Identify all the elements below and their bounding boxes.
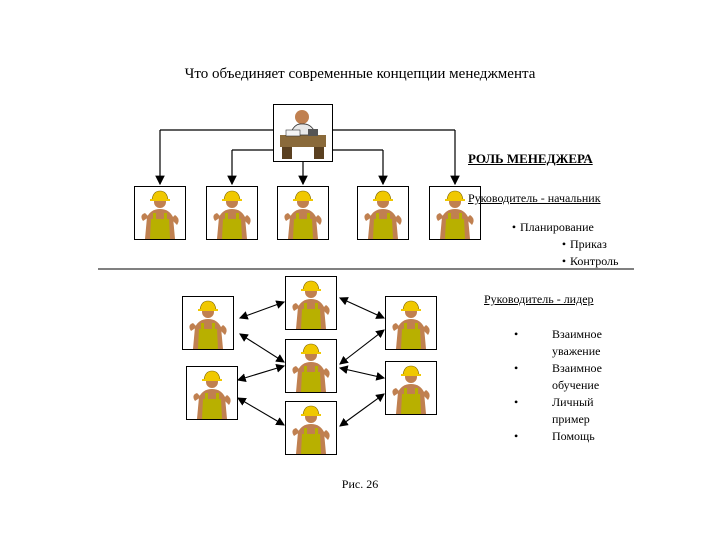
figure-caption: Рис. 26 [341, 477, 379, 491]
bullet: • [514, 429, 519, 443]
boss-item: •Приказ [558, 236, 607, 253]
page-title: Что объединяет современные концепции мен… [184, 66, 536, 82]
bullet: • [514, 361, 519, 375]
worker-hardhat-icon [285, 339, 337, 393]
network-arrow [338, 297, 386, 319]
boss-item: •Планирование [508, 219, 594, 236]
boss-item: •Контроль [558, 253, 619, 270]
network-arrow [239, 333, 285, 363]
network-arrow [238, 300, 286, 320]
role-heading: РОЛЬ МЕНЕДЖЕРА [468, 151, 593, 166]
worker-hardhat-icon [277, 186, 329, 240]
leader-item: Личный пример [552, 395, 594, 426]
worker-hardhat-icon [385, 361, 437, 415]
worker-hardhat-icon [134, 186, 186, 240]
leader-item: Взаимное обучение [552, 361, 602, 392]
bullet: • [561, 254, 567, 268]
worker-hardhat-icon [285, 276, 337, 330]
network-arrow [339, 329, 385, 365]
bullet: • [514, 395, 519, 409]
network-arrow [237, 397, 285, 426]
network-arrow [338, 365, 386, 381]
leader-item: Помощь [552, 429, 595, 443]
network-arrow [339, 393, 385, 427]
network-arrow [236, 364, 286, 382]
bullet: • [561, 237, 567, 251]
worker-hardhat-icon [206, 186, 258, 240]
bullet: • [511, 220, 517, 234]
worker-hardhat-icon [182, 296, 234, 350]
worker-hardhat-icon [385, 296, 437, 350]
worker-hardhat-icon [429, 186, 481, 240]
manager-at-desk-icon [273, 104, 333, 162]
leader-item: Взаимное уважение [552, 327, 602, 358]
bullet: • [514, 327, 519, 341]
worker-hardhat-icon [285, 401, 337, 455]
boss-section-heading: Руководитель - начальник [468, 191, 601, 205]
worker-hardhat-icon [186, 366, 238, 420]
worker-hardhat-icon [357, 186, 409, 240]
leader-section-heading: Руководитель - лидер [484, 292, 594, 306]
